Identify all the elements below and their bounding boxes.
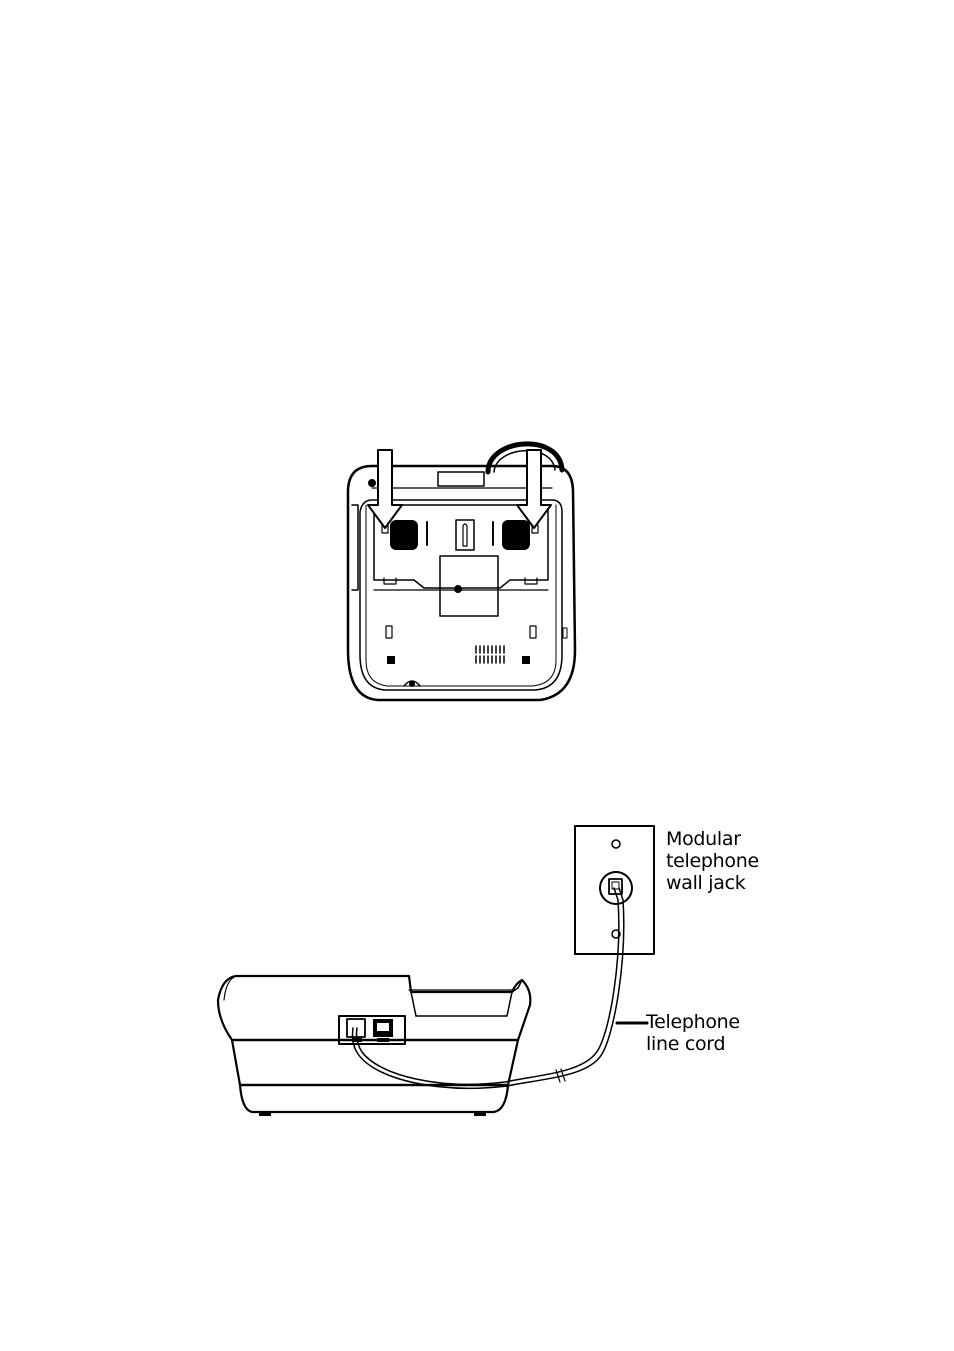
base-body xyxy=(232,1040,518,1085)
telephone-line-cord xyxy=(353,888,624,1088)
cord-loop xyxy=(488,444,562,472)
line-cord-label-line2: line cord xyxy=(646,1033,740,1055)
speaker-grille xyxy=(476,646,504,663)
right-pad xyxy=(502,520,530,550)
line-cord-label-line1: Telephone xyxy=(646,1011,740,1033)
jack-socket xyxy=(600,872,632,904)
wall-jack-label-line1: Modular xyxy=(666,828,759,850)
wall-jack-label-line2: telephone xyxy=(666,850,759,872)
right-arrow-icon xyxy=(517,450,551,528)
left-arrow-icon xyxy=(368,450,402,528)
center-plate xyxy=(440,556,498,616)
base-bottom xyxy=(240,1085,508,1112)
left-pad xyxy=(390,520,418,550)
wall-jack-label-line3: wall jack xyxy=(666,872,759,894)
telephone-base-side xyxy=(218,976,530,1116)
wall-jack-label: Modular telephone wall jack xyxy=(666,828,759,894)
line-cord-label: Telephone line cord xyxy=(646,1011,740,1055)
top-tab xyxy=(438,472,484,486)
insertion-arrows xyxy=(368,450,551,528)
